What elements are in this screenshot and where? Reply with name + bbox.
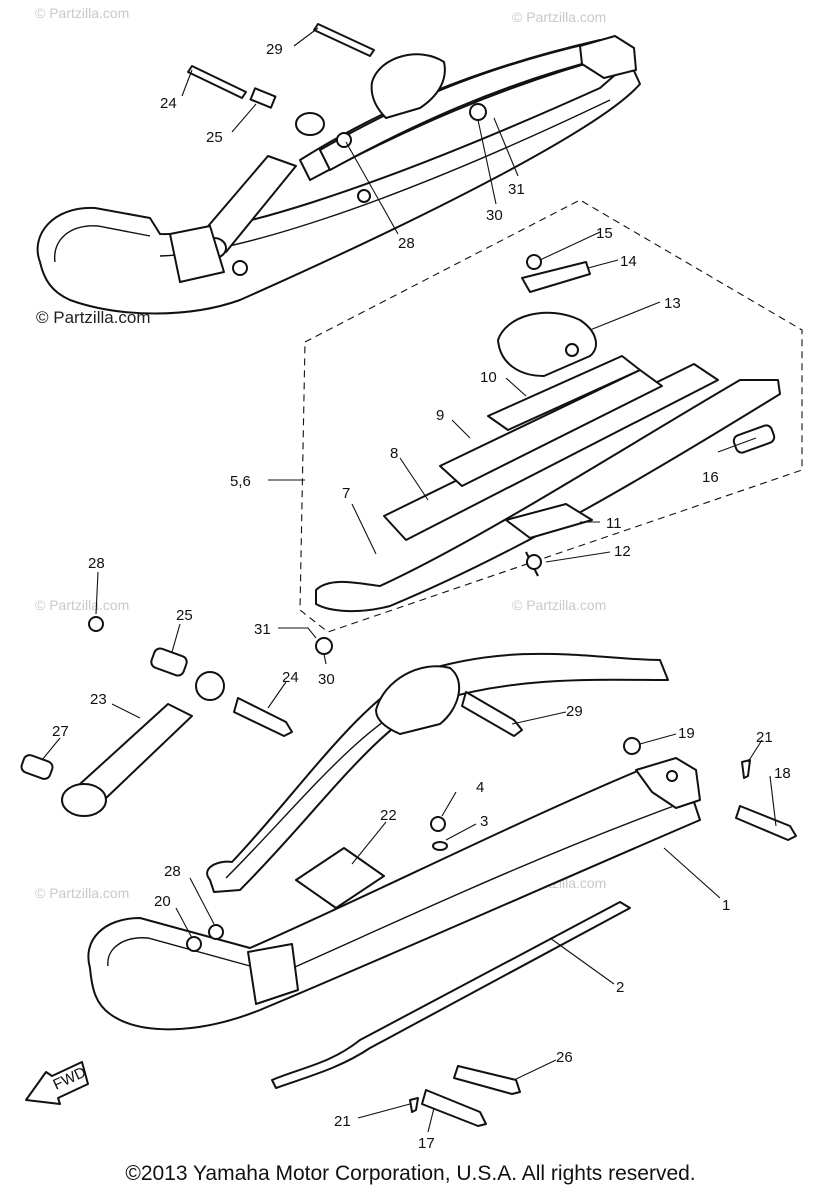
watermark: © Partzilla.com [35, 597, 129, 613]
callout-21: 21 [334, 1113, 351, 1130]
bottom-ski-assembly: FWD [20, 616, 797, 1127]
callout-25: 25 [206, 129, 223, 146]
callout-12: 12 [614, 543, 631, 560]
callout-11: 11 [606, 515, 622, 532]
callout-16: 16 [702, 469, 719, 486]
top-ski-assembly [36, 23, 641, 315]
callout-17: 17 [418, 1135, 435, 1152]
callout-4: 4 [476, 779, 484, 796]
callout-3: 3 [480, 813, 488, 830]
callout-5-6: 5,6 [230, 473, 251, 490]
watermark: © Partzilla.com [36, 308, 151, 327]
watermark: © Partzilla.com [512, 597, 606, 613]
callout-26: 26 [556, 1049, 573, 1066]
callout-30: 30 [486, 207, 503, 224]
callout-8: 8 [390, 445, 398, 462]
callout-23: 23 [90, 691, 107, 708]
callout-22: 22 [380, 807, 397, 824]
callout-28: 28 [398, 235, 415, 252]
callout-24: 24 [160, 95, 177, 112]
copyright-notice: ©2013 Yamaha Motor Corporation, U.S.A. A… [125, 1162, 696, 1185]
callout-labels: 29 24 25 31 30 28 15 14 13 10 9 8 5,6 7 … [52, 41, 791, 1152]
callout-29: 29 [566, 703, 583, 720]
callout-2: 2 [616, 979, 624, 996]
callout-18: 18 [774, 765, 791, 782]
watermark: © Partzilla.com [512, 9, 606, 25]
leaf-spring-exploded [299, 199, 803, 633]
callout-24: 24 [282, 669, 299, 686]
fwd-arrow-icon [25, 1061, 89, 1105]
callout-15: 15 [596, 225, 613, 242]
callout-25: 25 [176, 607, 193, 624]
watermark: © Partzilla.com [35, 5, 129, 21]
callout-31: 31 [254, 621, 271, 638]
callout-30: 30 [318, 671, 335, 688]
callout-28: 28 [88, 555, 105, 572]
leader-lines [41, 27, 777, 1133]
callout-1: 1 [722, 897, 730, 914]
callout-19: 19 [678, 725, 695, 742]
callout-31: 31 [508, 181, 525, 198]
callout-27: 27 [52, 723, 69, 740]
callout-7: 7 [342, 485, 350, 502]
callout-9: 9 [436, 407, 444, 424]
callout-10: 10 [480, 369, 497, 386]
callout-20: 20 [154, 893, 171, 910]
callout-13: 13 [664, 295, 681, 312]
callout-29: 29 [266, 41, 283, 58]
callout-14: 14 [620, 253, 637, 270]
watermarks: © Partzilla.com © Partzilla.com © Partzi… [35, 5, 606, 901]
watermark: © Partzilla.com [35, 885, 129, 901]
callout-28: 28 [164, 863, 181, 880]
callout-21: 21 [756, 729, 773, 746]
